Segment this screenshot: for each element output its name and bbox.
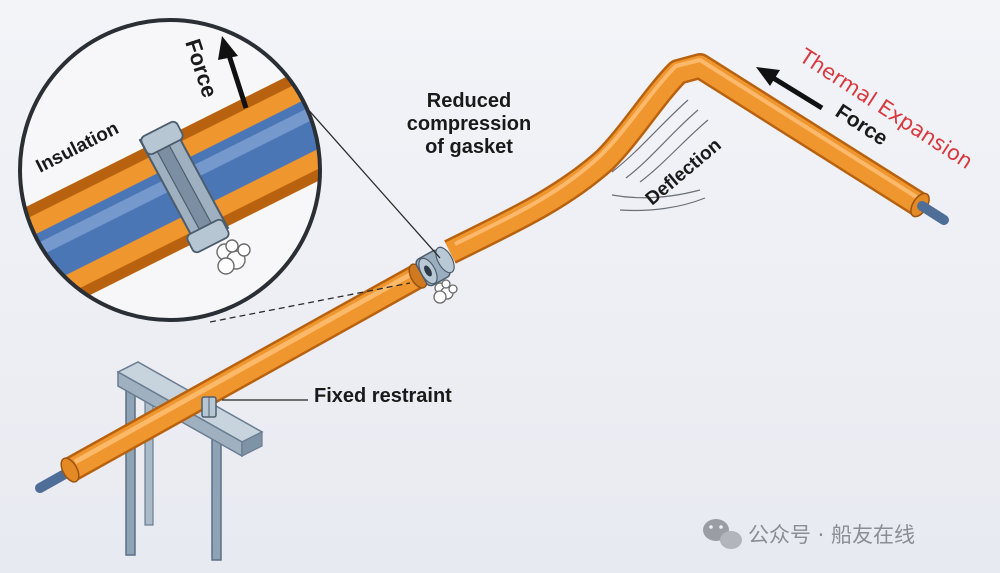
leak-puff	[433, 279, 458, 304]
wechat-icon	[703, 519, 742, 549]
reduced-compression-line2: compression	[407, 113, 531, 135]
flange-detail	[138, 120, 230, 254]
pipe-upper-run	[444, 53, 949, 264]
restraint-clamp	[201, 396, 217, 418]
flange-joint	[415, 246, 455, 287]
reduced-compression-line1: Reduced	[427, 90, 511, 112]
reduced-compression-line3: of gasket	[425, 136, 513, 158]
fixed-restraint-label: Fixed restraint	[314, 385, 452, 407]
force-arrow-up-icon	[218, 36, 249, 109]
deflection-lines	[611, 99, 709, 212]
watermark-text: 公众号 · 船友在线	[748, 523, 915, 547]
leak-puff-detail	[216, 239, 251, 275]
magnifier-lens	[18, 18, 322, 322]
force-arrow-left-icon	[756, 67, 824, 111]
